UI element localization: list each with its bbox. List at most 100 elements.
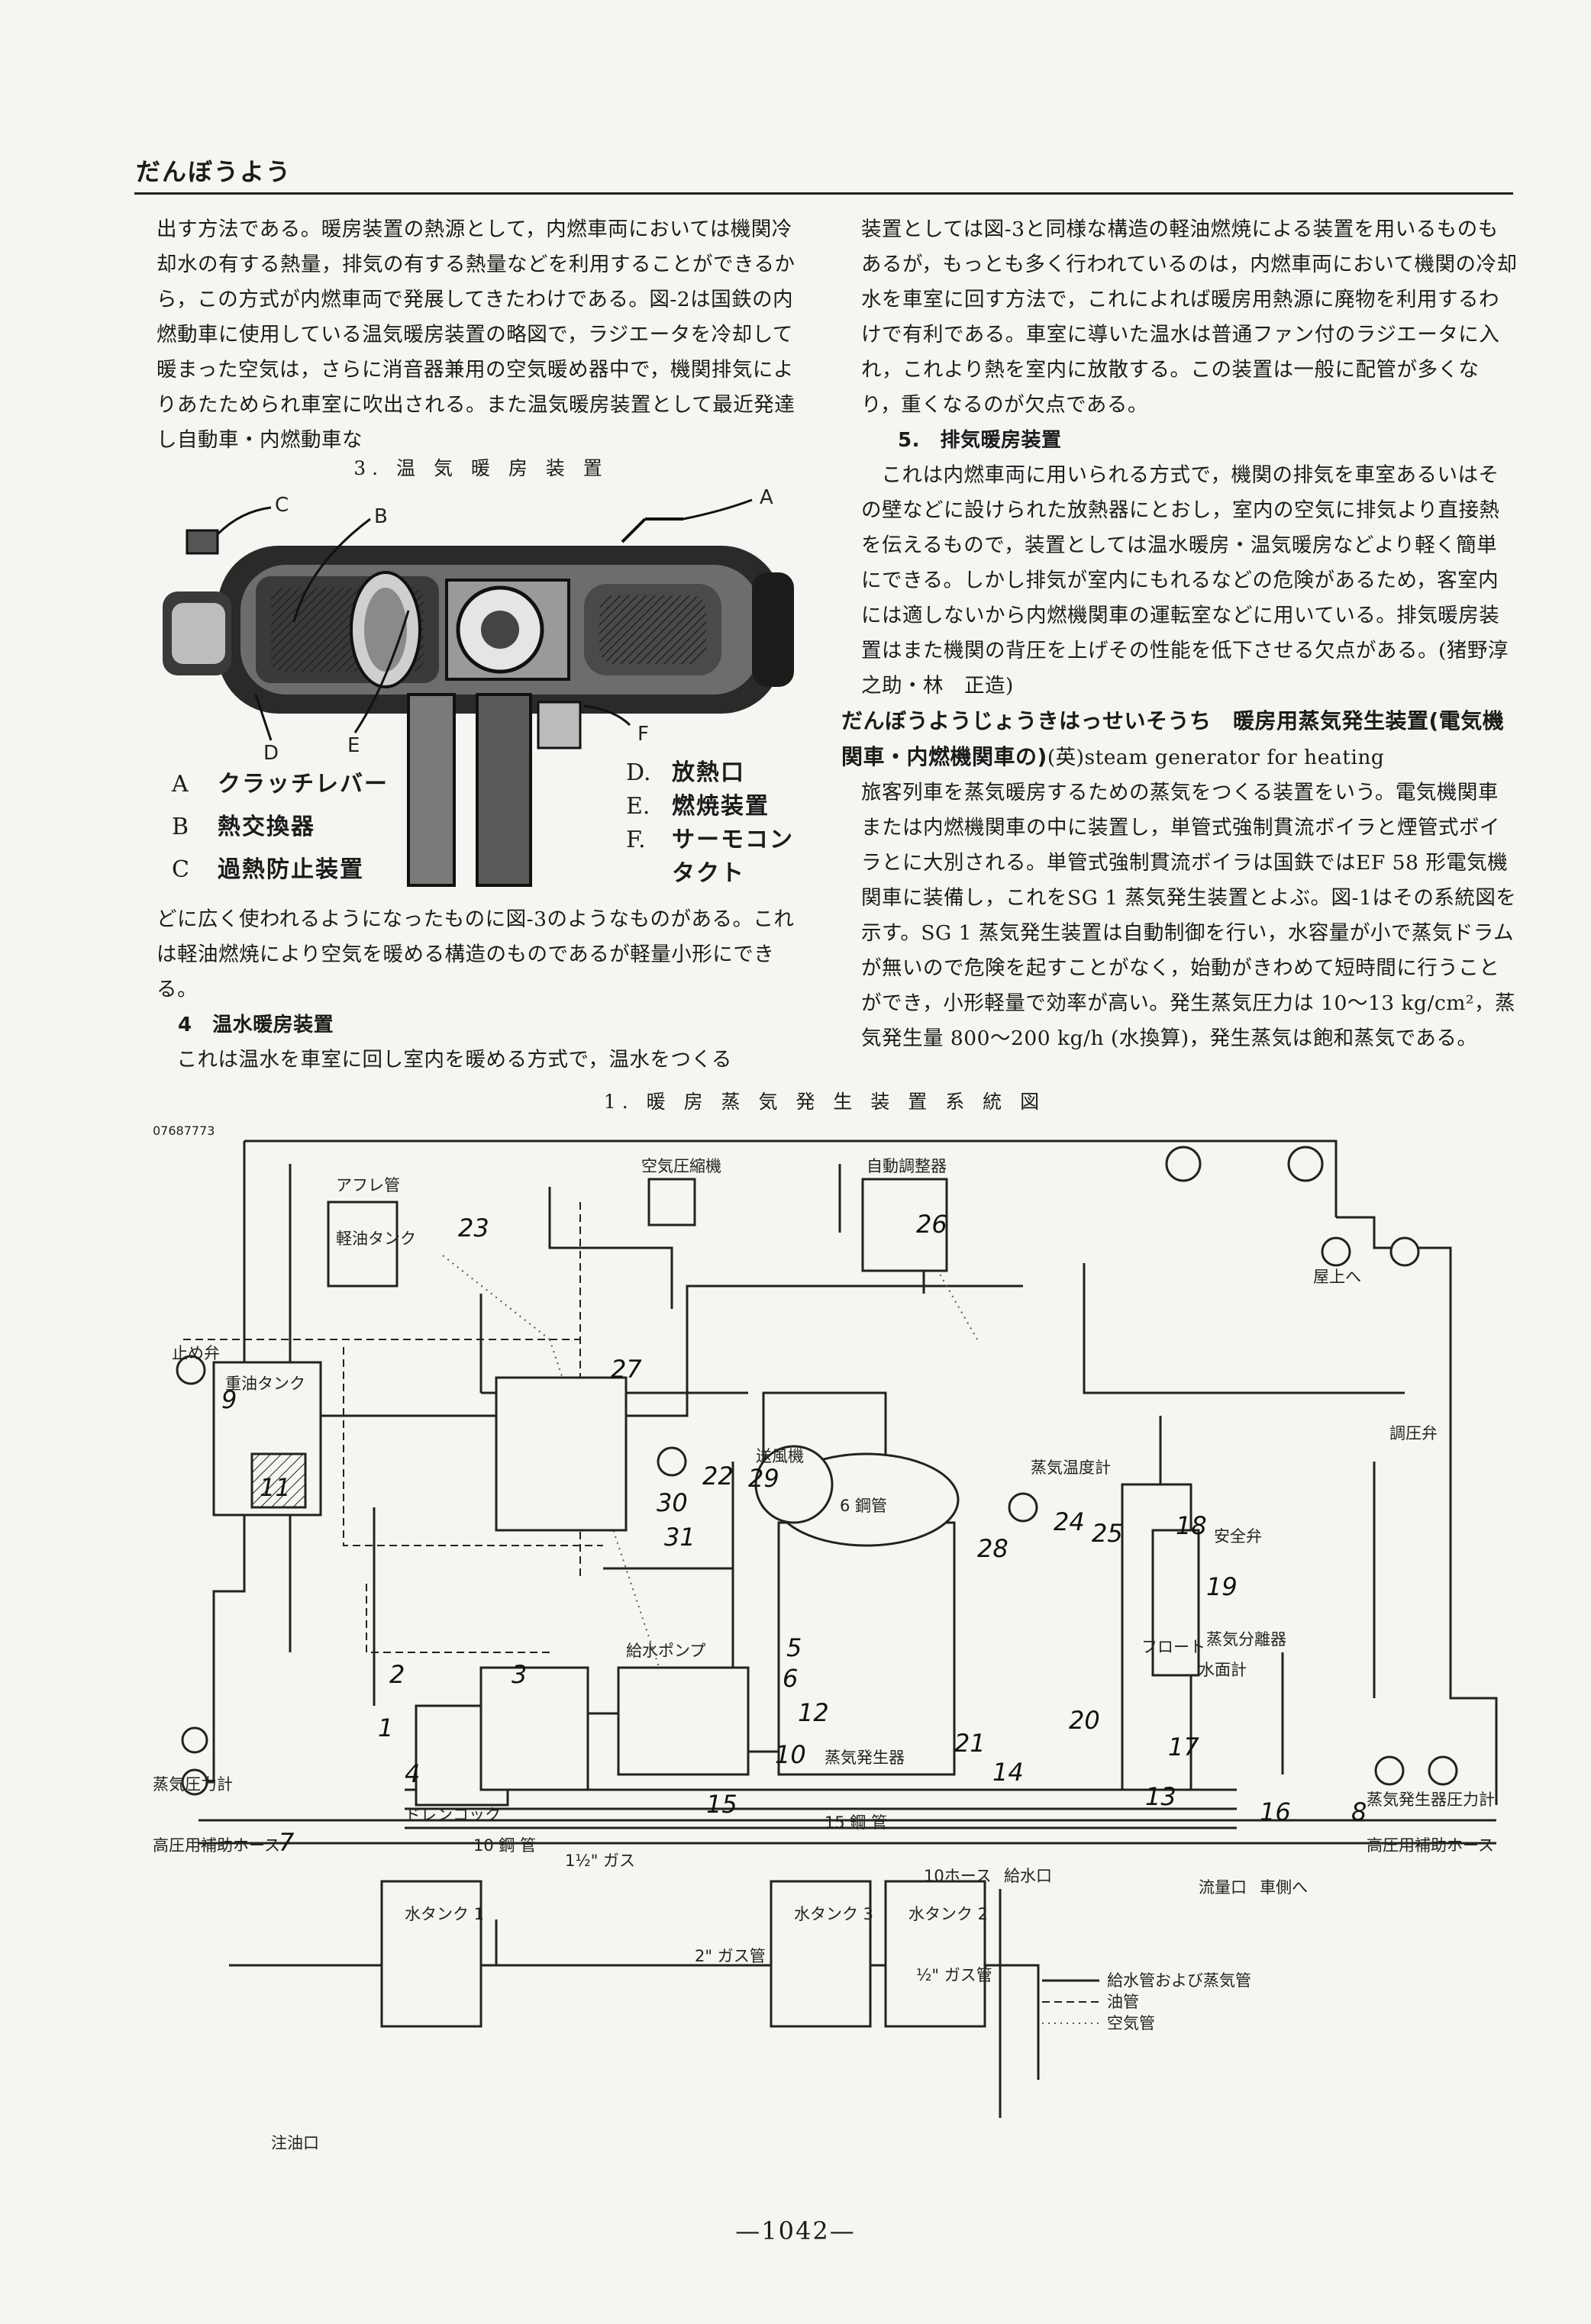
fig1-label: 給水ポンプ: [626, 1642, 705, 1660]
fig1-marker-10: 10: [775, 1740, 806, 1769]
fig1-marker-26: 26: [916, 1210, 947, 1239]
fig1-marker-5: 5: [786, 1633, 802, 1662]
water-tank-1: [380, 1880, 482, 2028]
fig1-marker-25: 25: [1092, 1519, 1123, 1548]
callout-c: C: [275, 494, 289, 517]
fig1-marker-31: 31: [664, 1523, 695, 1552]
fig1-marker-17: 17: [1168, 1733, 1199, 1762]
fig1-label: フロート: [1141, 1638, 1205, 1656]
fig1-label: ½" ガス管: [916, 1966, 992, 1984]
entry-english: (英)steam generator for heating: [1047, 746, 1385, 769]
fig1-marker-22: 22: [702, 1462, 734, 1491]
fig1-label: 重油タンク: [225, 1375, 305, 1393]
legend-d: D.放熱口: [626, 759, 745, 786]
fig1-label: 止め弁: [172, 1344, 220, 1362]
left-para-3: これは温水を車室に回し室内を暖める方式で，温水をつくる: [176, 1048, 732, 1072]
fig1-label: 調圧弁: [1389, 1424, 1438, 1442]
fig1-marker-27: 27: [611, 1355, 642, 1384]
fan: [754, 1445, 834, 1524]
fig1-marker-9: 9: [221, 1385, 237, 1414]
components: [212, 1146, 1324, 2028]
fig1-marker-14: 14: [992, 1758, 1024, 1787]
fig1-label: 給水口: [1004, 1867, 1052, 1885]
compressor: [647, 1178, 696, 1226]
sec4-heading: 4 温水暖房装置: [178, 1014, 334, 1036]
right-para-1: 装置としては図-3と同様な構造の軽油燃焼による装置を用いるものもあるが，もっとも…: [861, 218, 1518, 417]
fig1-label: 流量口: [1199, 1878, 1247, 1897]
fig3-legend-right: D.放熱口 E.燃焼装置 F.サーモコンタクト: [626, 752, 825, 891]
header-rule: [134, 192, 1513, 195]
legend-f: F.サーモコンタクト: [626, 827, 794, 887]
fig1-label: アフレ管: [336, 1176, 400, 1194]
fig1-marker-24: 24: [1054, 1507, 1085, 1536]
fig1-marker-21: 21: [954, 1729, 986, 1758]
fig1-label: 安全弁: [1214, 1527, 1262, 1546]
fig1-label: 15 鋼 管: [825, 1813, 887, 1832]
running-header: だんぼうよう: [136, 157, 292, 186]
fig1-label: 蒸気発生器: [825, 1749, 905, 1767]
fig1-marker-13: 13: [1145, 1782, 1176, 1811]
fig1-label: 屋上へ: [1313, 1268, 1361, 1286]
right-column: 装置としては図-3と同様な構造の軽油燃焼による装置を用いるものもあるが，もっとも…: [841, 212, 1518, 1056]
entry-heading-line: だんぼうようじょうきはっせいそうち 暖房用蒸気発生装置(電気機関車・内燃機関車の…: [841, 704, 1518, 775]
fuel-tank: [327, 1201, 399, 1288]
fig1-label: 軽油タンク: [336, 1230, 416, 1248]
fig1-marker-15: 15: [706, 1790, 737, 1819]
fig1-marker-20: 20: [1069, 1706, 1100, 1735]
left-column-top: 出す方法である。暖房装置の熱源として，内燃車両においては機関冷却水の有する熱量，…: [157, 212, 805, 458]
legend-e: E.燃焼装置: [626, 793, 770, 820]
fig1-marker-23: 23: [458, 1214, 489, 1243]
water-tank-2: [884, 1880, 986, 2028]
fig1-label: 水タンク 1: [405, 1905, 484, 1923]
fig1-line-legend: 給水管および蒸気管 油管 空気管: [1042, 1971, 1251, 2032]
fig3-caption: 3. 温 気 暖 房 装 置: [353, 457, 608, 479]
callout-a: A: [760, 488, 773, 509]
feed-pump: [617, 1666, 750, 1776]
fig1-marker-4: 4: [405, 1759, 420, 1788]
fig1-marker-6: 6: [783, 1664, 798, 1693]
fig1-marker-1: 1: [378, 1713, 393, 1742]
right-para-2: これは内燃車両に用いられる方式で，機関の排気を車室あるいはその壁などに設けられた…: [861, 463, 1509, 698]
fig1-label: 空気圧縮機: [641, 1157, 721, 1175]
fig1-caption: 1. 暖 房 蒸 気 発 生 装 置 系 統 図: [603, 1091, 1046, 1113]
fig1-label: 蒸気圧力計: [153, 1775, 233, 1794]
fig1-label: 10 鋼 管: [473, 1836, 536, 1855]
auto-regulator: [861, 1178, 948, 1272]
fig1-label: 水面計: [1199, 1661, 1247, 1679]
fig1-label: 注油口: [271, 2134, 319, 2152]
fig1-label: 油管: [1107, 1993, 1139, 2011]
fig1-marker-19: 19: [1206, 1572, 1238, 1601]
fig1-label: 10ホース: [924, 1867, 992, 1885]
fig1-marker-18: 18: [1176, 1511, 1207, 1540]
fig1-label: 2" ガス管: [695, 1947, 766, 1965]
fig1-label: 送風機: [756, 1447, 804, 1465]
fig1-label: 高圧用補助ホース: [153, 1836, 280, 1855]
heater-top-parts: [186, 517, 683, 555]
callout-d: D: [263, 742, 279, 765]
fig1-label: 蒸気発生器圧力計: [1367, 1791, 1495, 1809]
water-tank-3: [770, 1880, 872, 2028]
sec5-heading: 5. 排気暖房装置: [898, 429, 1062, 452]
fig1-label: 1½" ガス: [565, 1852, 635, 1870]
fig1-label: 高圧用補助ホース: [1367, 1836, 1494, 1855]
heater-duct: [407, 693, 582, 887]
steam-generator-drum: [777, 1521, 956, 1776]
left-column-bottom: どに広く使われるようになったものに図-3のようなものがある。これは軽油燃焼により…: [157, 902, 805, 1078]
fig3-heater-drawing: C B A D E F: [163, 488, 794, 887]
fig1-marker-30: 30: [657, 1488, 688, 1517]
pipe-network: [198, 1139, 1498, 2118]
fig1-marker-28: 28: [977, 1534, 1008, 1563]
fig1-schematic: 23 22 29 30 31 27 26 28 25 24 18 19 20 1…: [153, 1123, 1498, 2152]
callout-f: F: [637, 723, 649, 746]
fig1-marker-12: 12: [798, 1698, 829, 1727]
fig1-label: 車側へ: [1260, 1878, 1308, 1897]
fig1-label: 蒸気温度計: [1031, 1459, 1111, 1477]
callout-e: E: [347, 734, 360, 757]
callout-b: B: [374, 505, 388, 528]
fig1-marker-11: 11: [260, 1473, 291, 1502]
left-para-1: 出す方法である。暖房装置の熱源として，内燃車両においては機関冷却水の有する熱量，…: [157, 218, 796, 452]
